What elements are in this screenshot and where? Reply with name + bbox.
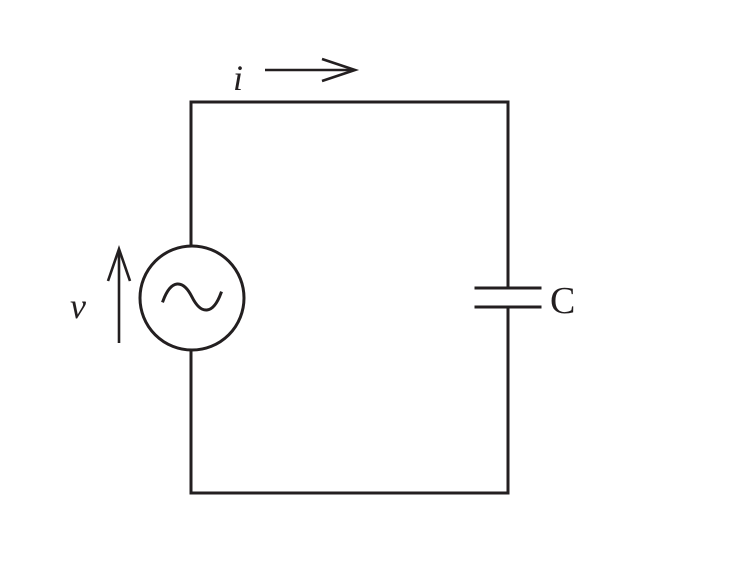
current-label: i: [233, 58, 243, 98]
voltage-arrow-icon: [106, 245, 132, 343]
current-arrow-icon: [265, 57, 360, 83]
ac-source-sine-icon: [138, 244, 246, 352]
current-arrow-head: [321, 57, 360, 83]
sine-wave-icon: [161, 282, 223, 312]
capacitor-label: C: [550, 280, 575, 322]
circuit-wires: [189, 100, 510, 495]
ac-source-circle: [138, 244, 246, 352]
capacitor-icon: [474, 286, 542, 309]
voltage-arrow-head: [106, 245, 132, 282]
voltage-label: v: [70, 286, 86, 326]
